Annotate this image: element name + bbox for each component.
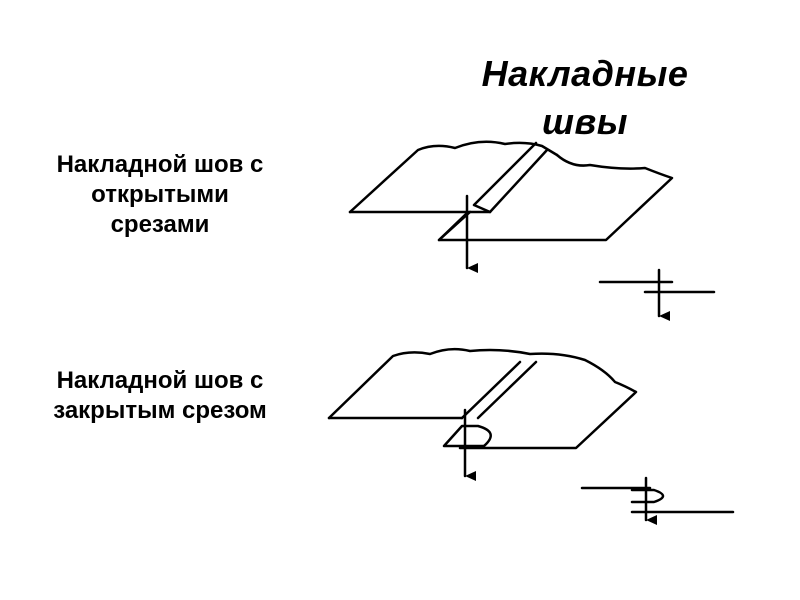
seam-2-schematic-folded-edge	[630, 488, 665, 504]
seam-2-fold-lines	[460, 360, 538, 420]
seam-label-closed-edge: Накладной шов с закрытым срезом	[53, 367, 267, 424]
seam-2-3d-view	[327, 347, 638, 481]
seam-2-closed-edge	[442, 424, 492, 448]
seam-2-upper-fabric	[327, 347, 638, 450]
seam-1-lower-fabric	[437, 153, 674, 242]
page-title: Накладные швы	[481, 53, 689, 142]
seam-1-3d-view	[348, 140, 674, 273]
seam-1-upper-fabric	[348, 140, 559, 214]
seam-2-schematic	[580, 476, 735, 525]
seam-label-open-edges: Накладной шов с открытыми срезами	[56, 151, 264, 238]
seam-1-schematic	[598, 268, 716, 321]
seam-1-stitch-lines	[472, 141, 549, 214]
seam-1-lower-fabric-edge	[437, 210, 472, 242]
